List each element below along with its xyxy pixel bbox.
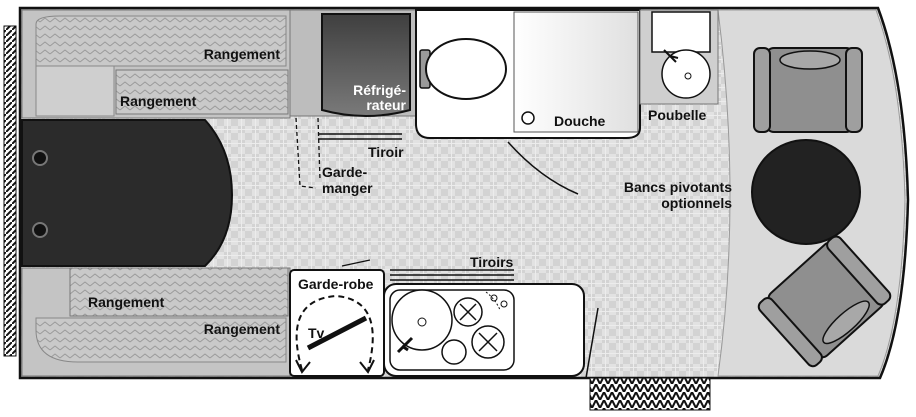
label-rangement-1: Rangement: [204, 46, 281, 62]
arrow-right-icon: [359, 359, 375, 374]
bed-knob-bottom: [32, 222, 48, 238]
bed-knob-top: [32, 150, 48, 166]
garde-manger-swing: [317, 117, 321, 181]
storage-bottom-drawer: [69, 267, 289, 317]
door-step-mat: [589, 377, 711, 411]
refrigerator: [321, 13, 411, 117]
label-garde-robe: Garde-robe: [298, 276, 374, 292]
poubelle-bin: [651, 11, 711, 53]
entry-door: [585, 307, 599, 379]
wall-mark: [341, 259, 371, 267]
shower: [513, 11, 639, 133]
label-bancs-2: optionnels: [661, 195, 732, 211]
burner-3: [441, 339, 467, 365]
knob-1: [490, 294, 498, 302]
storage-top-drawer: [115, 69, 289, 115]
label-refrigerateur-2: rateur: [366, 97, 406, 113]
kitchen-faucet-icon: [396, 336, 414, 354]
kitchen-sink-drain: [417, 317, 427, 327]
label-tv: Tv: [308, 325, 325, 341]
label-refrigerateur-1: Réfrigé-: [353, 82, 406, 98]
storage-top-cushion: [35, 15, 287, 67]
counter-dotted-edge: [485, 291, 501, 311]
burner-1: [453, 297, 483, 327]
label-tiroirs: Tiroirs: [470, 254, 514, 270]
bed: [21, 119, 234, 267]
label-rangement-2: Rangement: [120, 93, 197, 109]
label-tiroir: Tiroir: [368, 144, 404, 160]
knob-2: [500, 300, 508, 308]
tv: [306, 315, 368, 351]
shower-drain: [521, 111, 535, 125]
toilet-bowl: [425, 38, 507, 100]
rear-hatch-strip: [3, 25, 17, 357]
faucet-icon: [663, 49, 679, 63]
label-douche: Douche: [554, 113, 606, 129]
table: [751, 139, 861, 245]
label-bancs-1: Bancs pivotants: [624, 179, 732, 195]
front-seat-bottom: [757, 235, 892, 368]
label-garde-manger-1: Garde-: [322, 164, 367, 180]
label-poubelle: Poubelle: [648, 107, 707, 123]
label-garde-manger-2: manger: [322, 180, 373, 196]
storage-bottom-cushion: [35, 317, 287, 363]
bathroom-door-swing: [507, 141, 579, 195]
label-rangement-3: Rangement: [88, 294, 165, 310]
sink-drain: [684, 72, 692, 80]
storage-top-left-panel: [35, 65, 115, 117]
arrow-left-icon: [295, 359, 311, 374]
front-seat-top: [753, 47, 863, 133]
label-rangement-4: Rangement: [204, 321, 281, 337]
burner-2: [471, 325, 505, 359]
garde-manger-door: [295, 117, 317, 189]
